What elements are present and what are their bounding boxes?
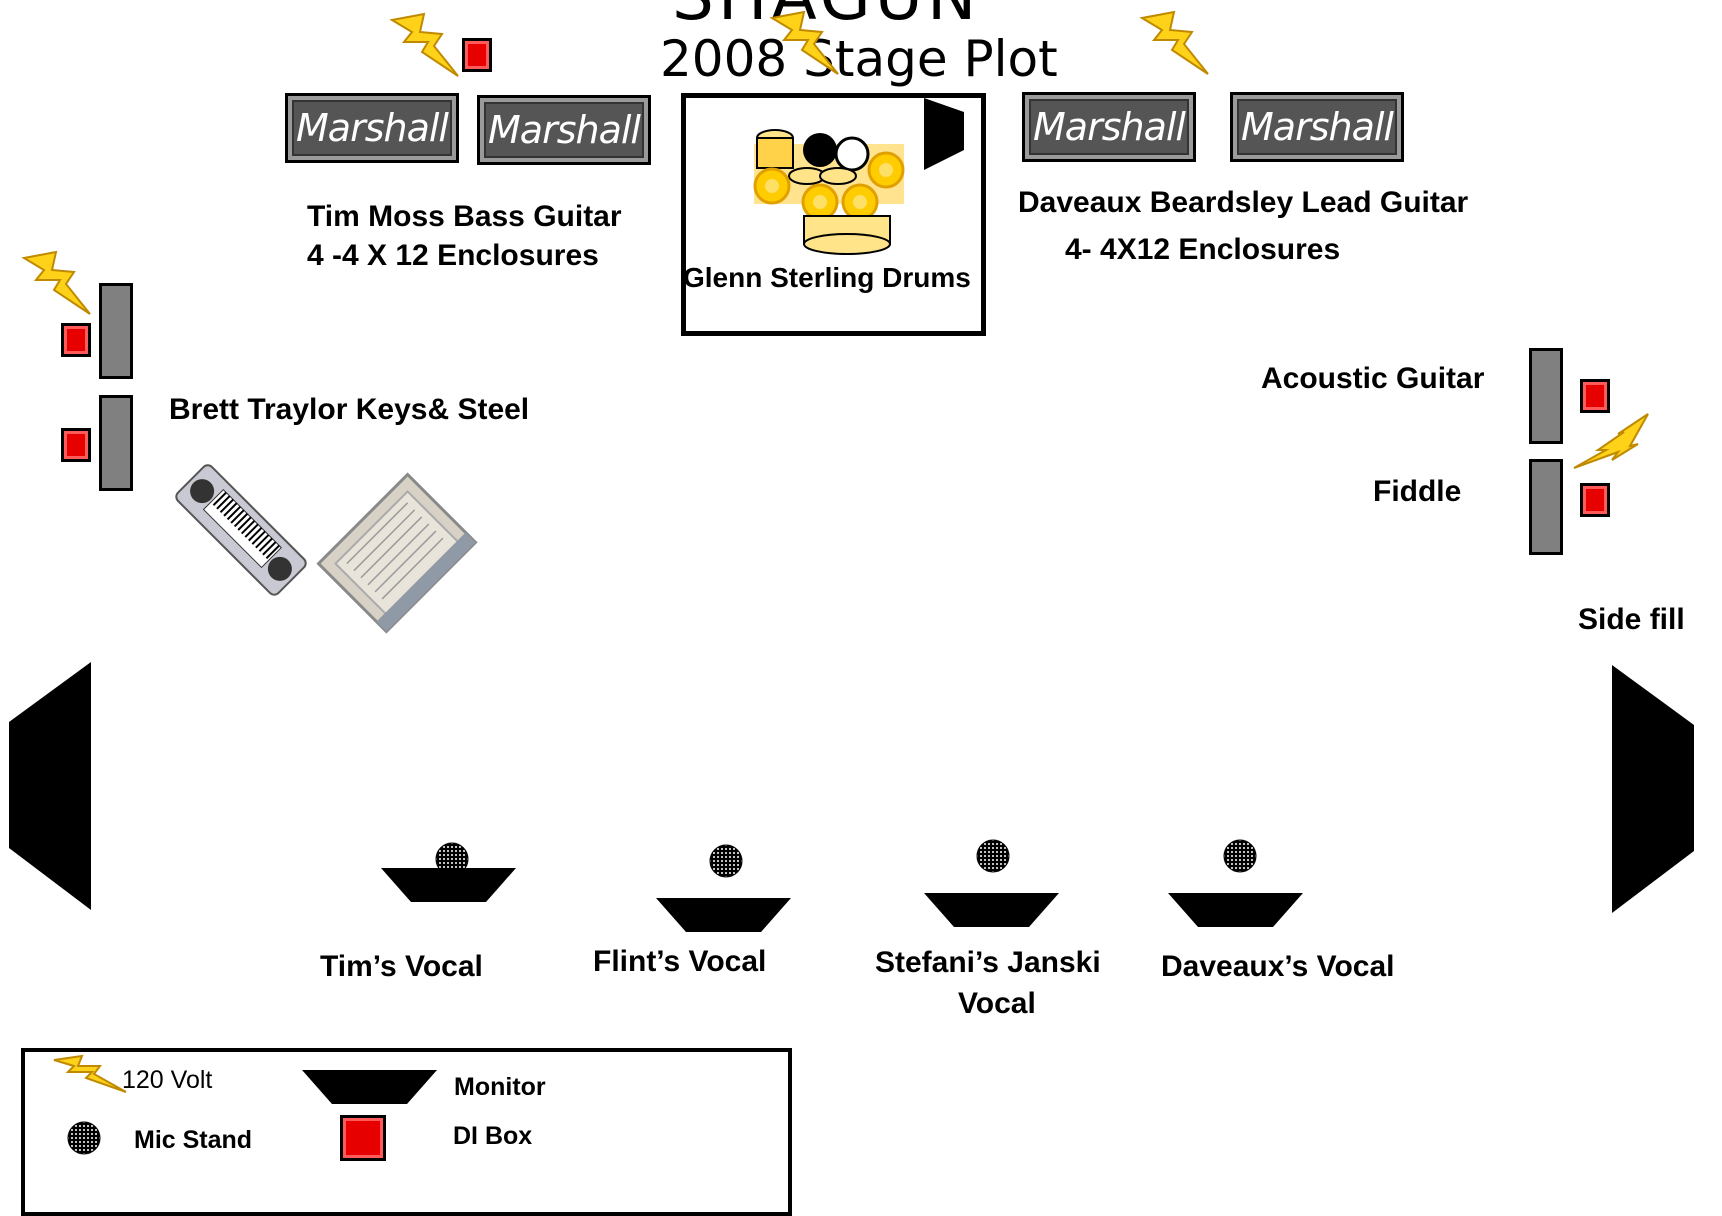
legend-mic-stand-icon (67, 1121, 101, 1155)
mic-stand-icon (1223, 839, 1257, 873)
legend-di-box-label: DI Box (453, 1122, 533, 1150)
monitor-wedge-icon (1168, 893, 1303, 927)
di-box-bass (462, 38, 492, 72)
drum-monitor-icon (924, 98, 964, 170)
keys-cabinet-bottom (99, 395, 133, 491)
lead-amp-right: Marshall (1230, 92, 1404, 162)
vocal-label-stefani-line2: Vocal (958, 987, 1036, 1020)
legend (21, 1048, 792, 1216)
legend-mic-stand-label: Mic Stand (134, 1126, 253, 1154)
di-box-acoustic (1580, 379, 1610, 413)
bass-amp-left: Marshall (285, 93, 459, 163)
side-fill-label: Side fill (1578, 603, 1685, 636)
fiddle-cabinet (1529, 459, 1563, 555)
monitor-wedge-icon (381, 868, 516, 902)
di-box-fiddle (1580, 483, 1610, 517)
power-bolt-keys-icon (21, 250, 91, 315)
fiddle-label: Fiddle (1373, 475, 1462, 508)
acoustic-cabinet (1529, 348, 1563, 444)
di-box-keys-top (61, 323, 91, 357)
legend-volt-label: 120 Volt (122, 1066, 213, 1094)
vocal-label-daveaux: Daveaux’s Vocal (1161, 950, 1395, 983)
lead-enclosures-label: 4- 4X12 Enclosures (1065, 233, 1341, 266)
drum-kit-icon (753, 129, 905, 255)
lead-amp-left: Marshall (1022, 92, 1196, 162)
bass-label: Tim Moss Bass Guitar (307, 200, 622, 233)
mic-stand-icon (709, 844, 743, 878)
monitor-wedge-icon (656, 898, 791, 932)
side-fill-left-icon (9, 662, 91, 910)
keyboard-icon (175, 464, 307, 596)
mic-stand-icon (976, 839, 1010, 873)
band-name: SHAGUN (672, 0, 980, 35)
vocal-label-flint: Flint’s Vocal (593, 945, 767, 978)
bass-amp-right: Marshall (477, 95, 651, 165)
legend-monitor-icon (302, 1070, 437, 1104)
legend-di-box-icon (340, 1115, 386, 1161)
keys-label: Brett Traylor Keys& Steel (169, 393, 530, 426)
bass-enclosures-label: 4 -4 X 12 Enclosures (307, 239, 599, 272)
power-bolt-lead-icon (1139, 10, 1209, 75)
legend-bolt-icon (53, 1054, 127, 1093)
drum-riser (681, 93, 986, 336)
page-title: 2008 Stage Plot (660, 30, 1058, 88)
vocal-label-tim: Tim’s Vocal (320, 950, 483, 983)
steel-guitar-icon (316, 472, 478, 634)
drums-label: Glenn Sterling Drums (683, 262, 971, 293)
monitor-wedge-icon (924, 893, 1059, 927)
acoustic-label: Acoustic Guitar (1261, 362, 1485, 395)
legend-monitor-label: Monitor (454, 1073, 546, 1101)
lead-label: Daveaux Beardsley Lead Guitar (1018, 186, 1469, 219)
vocal-label-stefani: Stefani’s Janski (875, 946, 1101, 979)
side-fill-right-icon (1612, 665, 1694, 913)
keys-cabinet-top (99, 283, 133, 379)
di-box-keys-bottom (61, 428, 91, 462)
power-bolt-fiddle-icon (1573, 413, 1649, 469)
power-bolt-bass-icon (389, 12, 459, 77)
power-bolt-drums-icon (769, 10, 839, 75)
